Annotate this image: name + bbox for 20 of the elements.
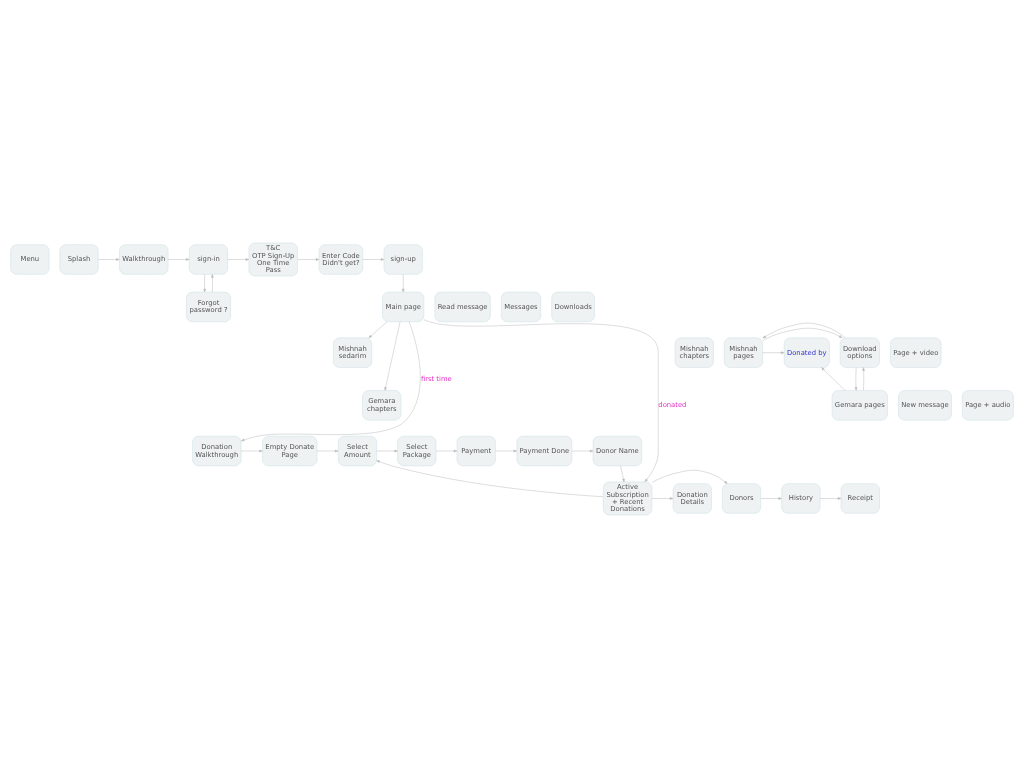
arrow [297, 258, 320, 261]
arrow [211, 274, 214, 293]
arrow [368, 321, 388, 339]
arrow [241, 321, 421, 442]
arrow [651, 469, 728, 484]
arrow [651, 497, 674, 500]
arrow [167, 258, 190, 261]
arrow [819, 497, 842, 500]
arrow [227, 258, 249, 261]
arrow [362, 258, 385, 261]
arrow [762, 327, 843, 341]
arrow [203, 274, 206, 293]
arrow [620, 465, 625, 483]
arrow [762, 322, 846, 339]
arrow [760, 497, 782, 500]
arrow [423, 319, 659, 483]
arrow [821, 367, 846, 391]
arrow [98, 258, 120, 261]
arrow [376, 460, 604, 497]
arrow [384, 321, 401, 391]
